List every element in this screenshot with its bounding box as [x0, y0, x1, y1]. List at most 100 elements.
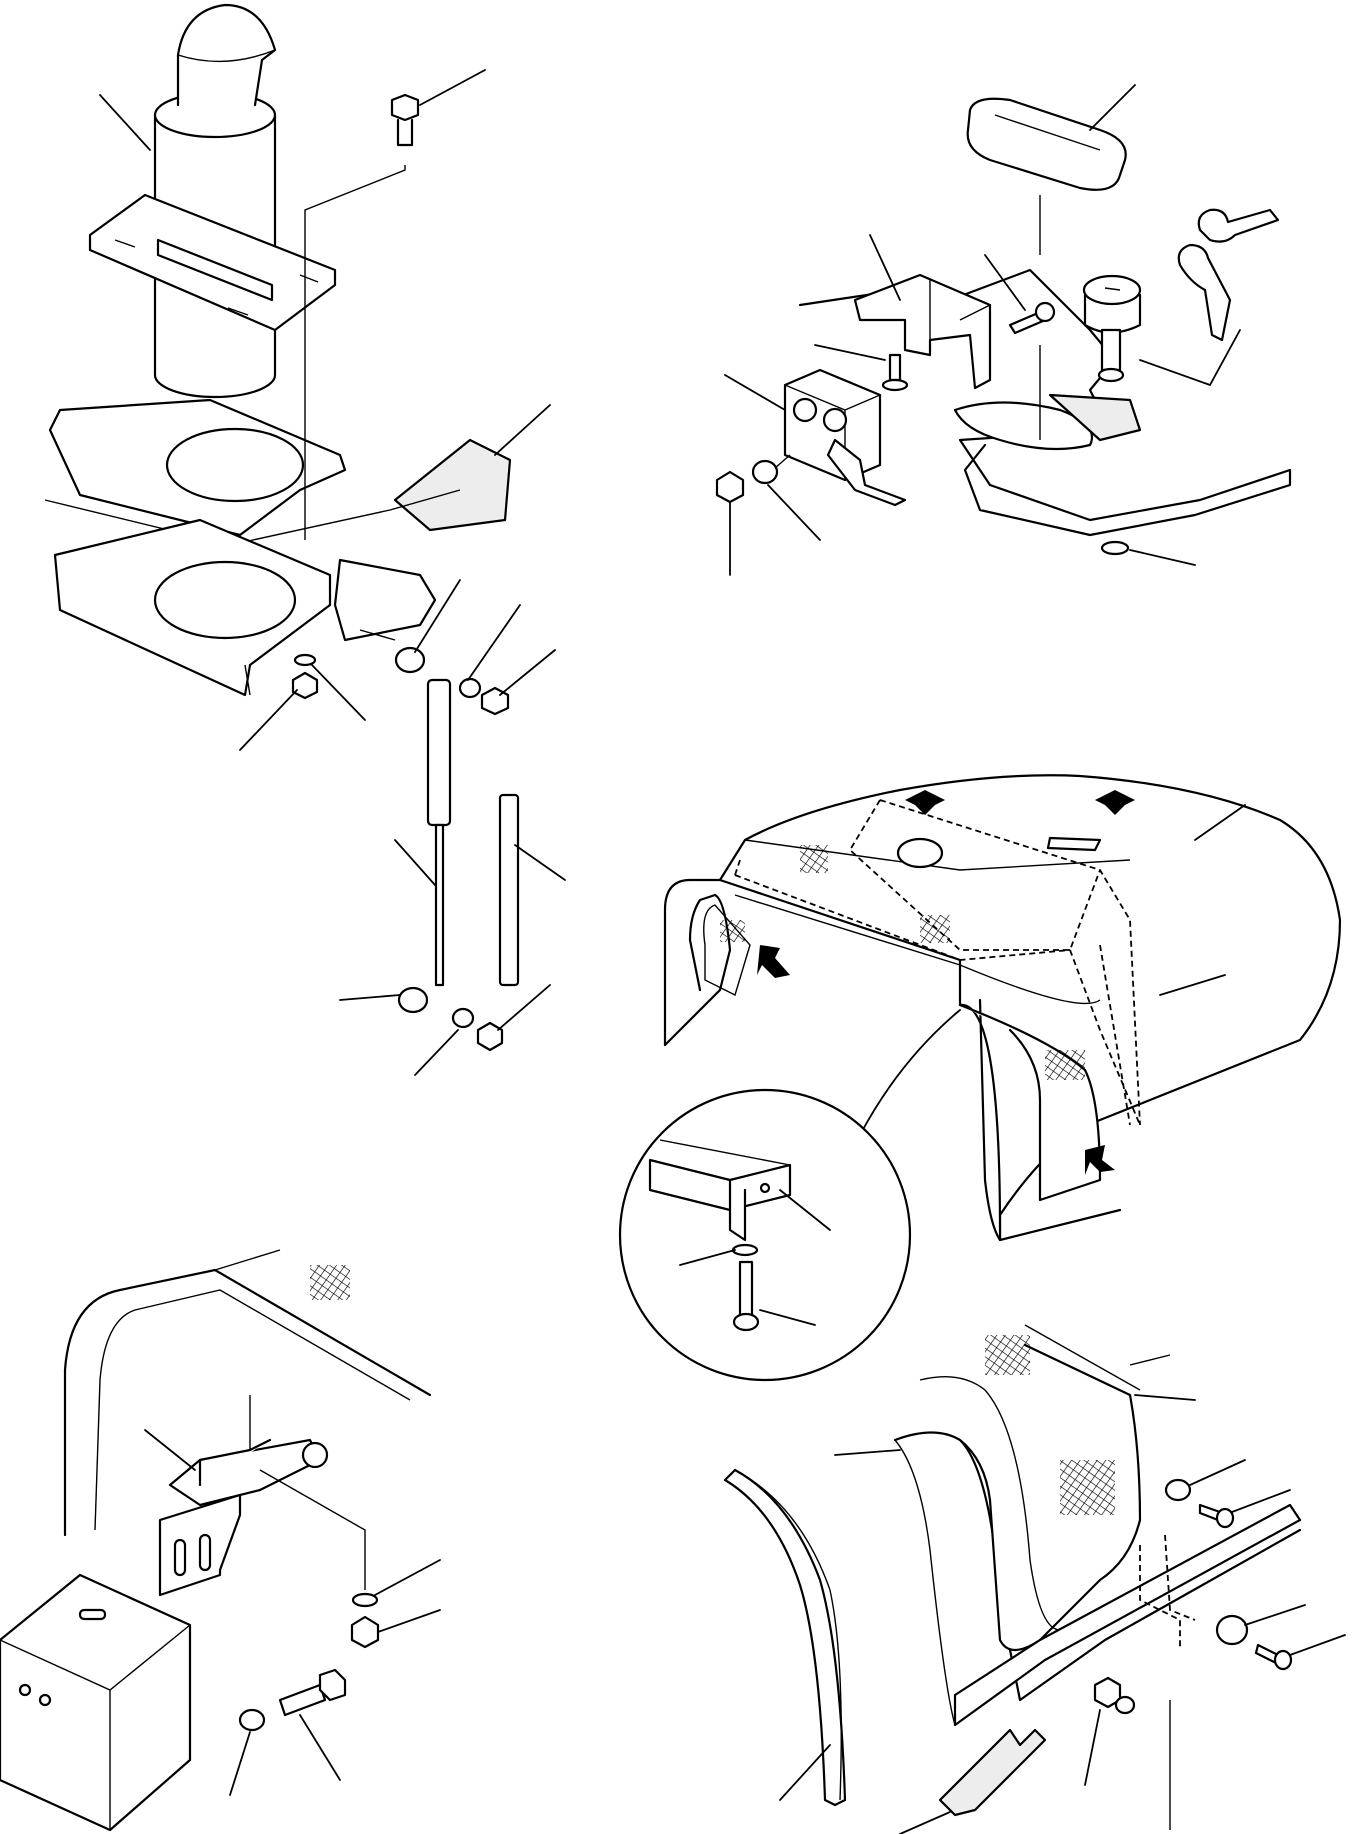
hood-left-arch [663, 893, 732, 1047]
lock-bezel [966, 97, 1127, 191]
latch-bolt-head [1034, 301, 1056, 323]
callout-seal-strip [779, 1744, 831, 1801]
hinge-arm [198, 1438, 272, 1487]
inset-circle [618, 1088, 912, 1382]
callout-upper-nut [499, 649, 556, 696]
hood-top-mesh-2 [920, 915, 950, 943]
gas-spring-rod [434, 823, 445, 987]
callout-latch-bolt [984, 254, 1026, 311]
callout-hinge-washer-lower [229, 1731, 251, 1796]
hinge-bracket-slot-2 [198, 1533, 212, 1572]
inset-pointer [859, 1009, 961, 1136]
hood-arrow-top-right [1095, 790, 1135, 815]
callout-inset-rail [779, 1189, 831, 1231]
insulation-block-upper [393, 438, 512, 532]
hinge-frame-top [0, 1624, 191, 1830]
callout-cover-bolt-upper [1231, 1489, 1291, 1513]
inset-washer [731, 1243, 759, 1257]
support-stay [498, 793, 520, 987]
callout-cover-bolt-lower [1289, 1634, 1346, 1656]
cover-bolt-lower-head [1273, 1649, 1293, 1671]
hinge-bolt-head [318, 1668, 347, 1702]
side-cover-view [723, 1324, 1346, 1834]
lower-seal [938, 1728, 1047, 1817]
inset-bracket [728, 1178, 747, 1242]
exhaust-pipe [176, 3, 277, 107]
frame-flange [59, 609, 251, 696]
gas-spring-upper-stud [359, 629, 396, 641]
hinge-view [0, 1249, 441, 1832]
gas-spring-upper-washer [458, 677, 482, 699]
side-cover-hidden-bracket [1139, 1534, 1196, 1650]
callout-gas-spring [394, 839, 436, 886]
inset-rail-top [659, 1139, 791, 1166]
callout-inset-washer [679, 1249, 736, 1266]
callout-latch-washer [767, 484, 821, 541]
callout-keys [1139, 329, 1241, 387]
callout-lower-washer [1129, 549, 1196, 566]
latch-washer [751, 459, 779, 485]
hinge-frame-slot [78, 1608, 107, 1621]
callout-latch-body [724, 374, 786, 411]
callout-upper-washer [467, 604, 521, 681]
callout-latch-bracket [869, 234, 901, 301]
plate-upper-opening [165, 427, 305, 503]
side-cover-left-edge [894, 1439, 956, 1726]
lock-cylinder-key-slot [1104, 287, 1121, 291]
lock-bezel-slot [994, 114, 1101, 151]
hinge-frame-hole-1 [18, 1683, 32, 1697]
rubber-seal-strip [723, 1468, 847, 1807]
lock-cylinder-top [1082, 274, 1142, 306]
callout-cover-nut [1084, 1709, 1101, 1786]
detail-inset [618, 1088, 912, 1382]
inset-bolt-shank [738, 1260, 754, 1319]
flange-bolt [390, 93, 420, 147]
callout-side-cover [1134, 1394, 1196, 1401]
muffler-slot-3 [227, 307, 249, 316]
callout-hinge-bolt [299, 1714, 341, 1781]
frame-channel [333, 558, 437, 642]
hood-arrow-left [757, 945, 790, 978]
callout-latch-screw [814, 344, 886, 361]
callout-hinge-plate [144, 1429, 196, 1471]
callout-lower-bushing [339, 994, 401, 1001]
callout-insulation [494, 404, 551, 456]
hood-top-mesh-1 [800, 845, 828, 873]
lock-recess-inner [1048, 393, 1142, 442]
callout-support-stay [514, 844, 566, 881]
hood-view [663, 774, 1342, 1242]
callout-lower-seal [899, 1811, 951, 1834]
hinge-frame-hole-2 [38, 1693, 52, 1707]
hinge-pivot [301, 1441, 329, 1469]
gas-spring-lower-washer [451, 1007, 475, 1029]
muffler-view [44, 3, 566, 1076]
hinge-bracket-slot-1 [173, 1538, 187, 1577]
muffler-body-front [156, 238, 274, 302]
latch-bracket-bend [929, 280, 991, 340]
cover-nut-washer [1114, 1695, 1136, 1715]
side-cover-mesh-2 [1060, 1460, 1115, 1515]
key-1 [1197, 208, 1280, 243]
hood-hidden-side [1069, 944, 1141, 1126]
latch-hole-2 [822, 407, 848, 433]
hood-arrow-top-left [905, 790, 945, 815]
inset-bolt-head [732, 1312, 760, 1332]
side-cover-top-edge [1024, 1324, 1171, 1391]
callout-flange-bolt [419, 69, 486, 106]
side-cover-outer [958, 1343, 1142, 1652]
lock-lower-washer [1100, 540, 1130, 556]
callout-cover-washer-lower [1244, 1604, 1306, 1626]
hood-lock-opening [896, 837, 944, 869]
hinge-hood-edge [214, 1249, 281, 1271]
side-cover-mesh-1 [985, 1335, 1030, 1375]
lock-recess [953, 401, 1093, 451]
cover-washer-lower [1215, 1614, 1249, 1646]
plate-nut [291, 671, 319, 700]
latch-hook [826, 438, 907, 507]
exhaust-pipe-outlet [177, 49, 276, 63]
hood-shell [663, 774, 1342, 1242]
gas-spring-upper-bushing [394, 646, 426, 674]
callout-inset-bolt [759, 1309, 816, 1326]
hood-front-edge [734, 894, 1101, 1005]
